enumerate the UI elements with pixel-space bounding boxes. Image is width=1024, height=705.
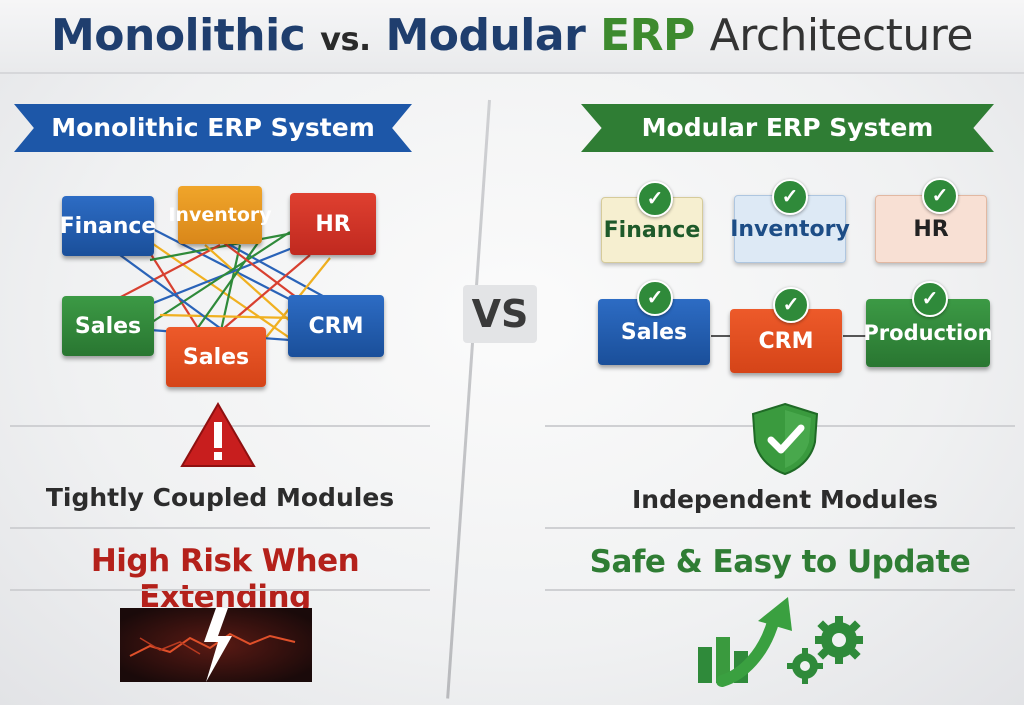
module-inventory: Inventory bbox=[168, 186, 272, 244]
module-finance: Finance bbox=[60, 196, 156, 256]
check-icon: ✓ bbox=[637, 181, 673, 217]
growth-arrow-icon bbox=[698, 597, 792, 687]
monolithic-banner: Monolithic ERP System bbox=[14, 104, 412, 152]
right-separator-2 bbox=[545, 527, 1015, 529]
right-separator-3 bbox=[545, 589, 1015, 591]
check-icon: ✓ bbox=[637, 280, 673, 316]
check-icon: ✓ bbox=[922, 178, 958, 214]
vs-label: VS bbox=[463, 285, 537, 343]
gears-icon bbox=[787, 616, 863, 684]
module-crm: CRM bbox=[288, 295, 384, 357]
title-architecture: Architecture bbox=[709, 10, 974, 61]
mod-inventory: Inventory bbox=[730, 195, 850, 263]
module-sales-orange: Sales bbox=[166, 327, 266, 387]
tightly-coupled-caption: Tightly Coupled Modules bbox=[45, 483, 395, 512]
title-modular: Modular bbox=[385, 10, 586, 61]
check-icon: ✓ bbox=[912, 281, 948, 317]
module-hr: HR bbox=[290, 193, 376, 255]
modular-banner: Modular ERP System bbox=[581, 104, 994, 152]
title-erp: ERP bbox=[600, 10, 695, 61]
left-separator-2 bbox=[10, 527, 430, 529]
independent-caption: Independent Modules bbox=[631, 485, 939, 514]
check-icon: ✓ bbox=[773, 287, 809, 323]
module-sales-green: Sales bbox=[62, 296, 154, 356]
shield-check-icon bbox=[751, 402, 819, 476]
lightning-crack-icon bbox=[120, 608, 312, 682]
page-title: Monolithic vs. Modular ERP Architecture bbox=[0, 0, 1024, 75]
safe-easy-text: Safe & Easy to Update bbox=[589, 544, 971, 580]
title-vs: vs. bbox=[320, 20, 371, 58]
title-monolithic: Monolithic bbox=[50, 10, 306, 61]
header: Monolithic vs. Modular ERP Architecture bbox=[0, 0, 1024, 74]
check-icon: ✓ bbox=[772, 179, 808, 215]
left-separator-3 bbox=[10, 589, 430, 591]
warning-icon bbox=[180, 402, 256, 467]
